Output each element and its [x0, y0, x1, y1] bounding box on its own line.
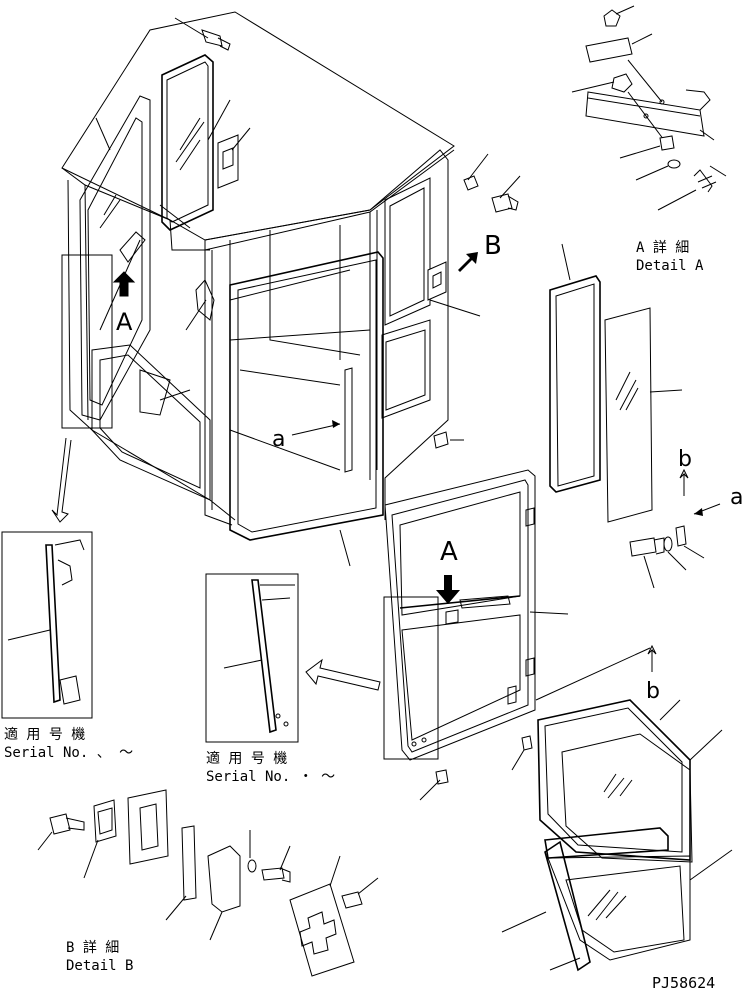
serial-1-jp: 適 用 号 機: [4, 726, 85, 743]
detail-b-en: Detail B: [66, 958, 133, 974]
drawing-number: PJ58624: [652, 974, 715, 990]
view-a-small-label-right: a: [730, 485, 743, 510]
view-a-label-door: A: [440, 537, 458, 567]
side-glass-parts: b a: [549, 243, 743, 589]
cab-leader-lines: [95, 17, 481, 567]
detail-a-jp: A 詳 細: [636, 240, 689, 256]
door-glass-parts: b: [501, 644, 733, 972]
view-a-arrow-icon: [112, 271, 136, 297]
serial-1-en: Serial No. 、 ～: [4, 745, 133, 761]
detail-a-callout-box: [51, 254, 113, 523]
door-view-a-arrow-icon: [436, 575, 460, 604]
serial-inset-2: 適 用 号 機 Serial No. ・ ～: [205, 573, 381, 785]
view-a-small-label-cab: a: [272, 427, 285, 452]
detail-b-jp: B 詳 細: [66, 940, 119, 956]
detail-a-parts: A 詳 細 Detail A: [571, 5, 727, 274]
cab-assembly: [61, 11, 455, 541]
serial-inset-1: 適 用 号 機 Serial No. 、 ～: [1, 531, 133, 761]
side-bolts: [463, 153, 521, 213]
serial-2-en: Serial No. ・ ～: [206, 769, 335, 785]
view-b-small-label-upper: b: [678, 447, 692, 472]
detail-a-en: Detail A: [636, 258, 704, 274]
view-b-arrow-icon: [458, 252, 478, 272]
view-a-label-upper: A: [116, 308, 133, 336]
cab-view-markers: A B a: [112, 231, 502, 452]
detail-b-parts: B 詳 細 Detail B: [37, 789, 379, 977]
view-b-small-label-lower: b: [646, 679, 660, 704]
view-b-label: B: [484, 231, 502, 261]
door-assembly: A: [383, 469, 651, 801]
serial-2-jp: 適 用 号 機: [206, 750, 287, 767]
